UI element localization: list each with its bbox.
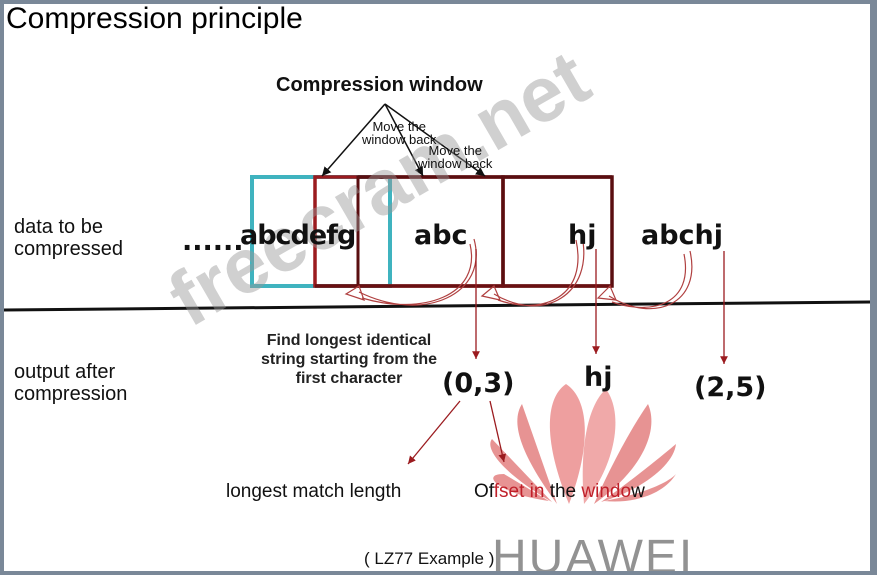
huawei-logo-watermark bbox=[490, 384, 676, 504]
move-window-label-2: Move the window back bbox=[418, 143, 493, 171]
input-row-label: data to be compressed bbox=[14, 216, 123, 260]
output-token: (0,3) bbox=[442, 368, 515, 399]
sequence-segment: abcdefg bbox=[240, 220, 356, 251]
find-longest-note: Find longest identical string starting f… bbox=[261, 332, 438, 387]
output-token: (2,5) bbox=[694, 372, 767, 403]
sequence-segment: abc bbox=[414, 220, 468, 251]
example-caption: ( LZ77 Example ) bbox=[364, 549, 495, 568]
page-title: Compression principle bbox=[6, 4, 303, 35]
compression-window-label: Compression window bbox=[276, 74, 483, 96]
diagram-graphics bbox=[4, 103, 870, 504]
brand-watermark: HUAWEI bbox=[492, 531, 695, 571]
length-arrow bbox=[407, 400, 461, 465]
longest-match-length-label: longest match length bbox=[226, 481, 402, 502]
sequence-segment: hj bbox=[568, 220, 597, 251]
window-arrow-1 bbox=[321, 103, 386, 177]
slide-canvas: freecram.net Compression principle Compr… bbox=[4, 4, 870, 571]
output-row-label: output after compression bbox=[14, 361, 128, 405]
window-arrow-3 bbox=[384, 103, 486, 177]
divider-line bbox=[4, 300, 870, 312]
match-arrow-3 bbox=[608, 250, 693, 310]
output-token: hj bbox=[584, 362, 613, 393]
move-window-label-1: Move the window back bbox=[362, 119, 437, 147]
match-arrow-2 bbox=[493, 235, 585, 307]
offset-arrow bbox=[489, 400, 507, 463]
sequence-segment: abchj bbox=[641, 220, 724, 251]
window-arrow-2 bbox=[384, 103, 424, 177]
sequence-ellipsis: ...... bbox=[182, 226, 244, 257]
offset-in-window-label: Offset in the window bbox=[474, 481, 645, 502]
